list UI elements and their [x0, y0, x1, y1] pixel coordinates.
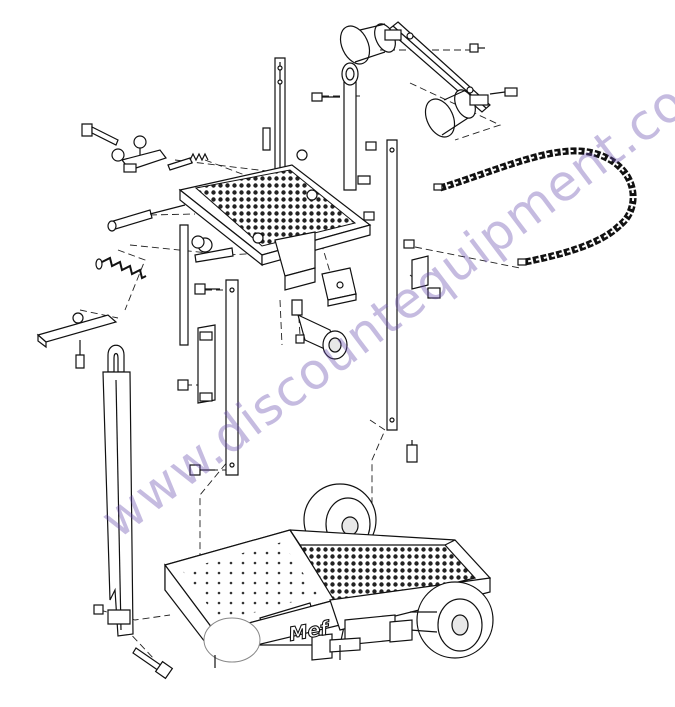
bolt-icon [132, 647, 174, 680]
bolt-icon [81, 123, 119, 146]
bolt-icon [365, 141, 377, 151]
upper-platform [178, 149, 372, 291]
bolt-icon [363, 211, 375, 221]
motor-icon [291, 299, 348, 360]
bolt-icon [93, 604, 104, 615]
roller-bar-assembly [339, 21, 518, 138]
push-handle [93, 344, 174, 680]
wheel-icon [203, 617, 261, 663]
bolt-icon [427, 287, 441, 299]
bolt-icon [75, 340, 85, 369]
cart-base: Mef [163, 483, 494, 668]
bolt-icon [194, 283, 220, 295]
left-upper-parts [36, 123, 234, 369]
bolt-icon [406, 440, 418, 463]
spring-icon [95, 256, 147, 280]
bolt-icon [469, 43, 485, 53]
vertical-bars [179, 57, 418, 476]
wheel-icon [303, 483, 377, 557]
bolt-icon [357, 175, 371, 185]
bolt-icon [177, 379, 189, 391]
bolt-icon [403, 239, 415, 249]
bolt-icon [295, 334, 305, 344]
clamp-knob [120, 135, 167, 173]
bolt-icon [189, 464, 215, 476]
watermark-text: www.discountequipment.com [90, 43, 675, 550]
bolt-icon [167, 157, 193, 171]
wheel-icon [409, 581, 494, 659]
bolt-icon [311, 92, 340, 102]
spring-icon [189, 152, 209, 162]
frame-brackets [177, 211, 441, 476]
chain [433, 147, 637, 266]
bolt-icon [489, 87, 518, 97]
strap-arm [311, 62, 371, 191]
